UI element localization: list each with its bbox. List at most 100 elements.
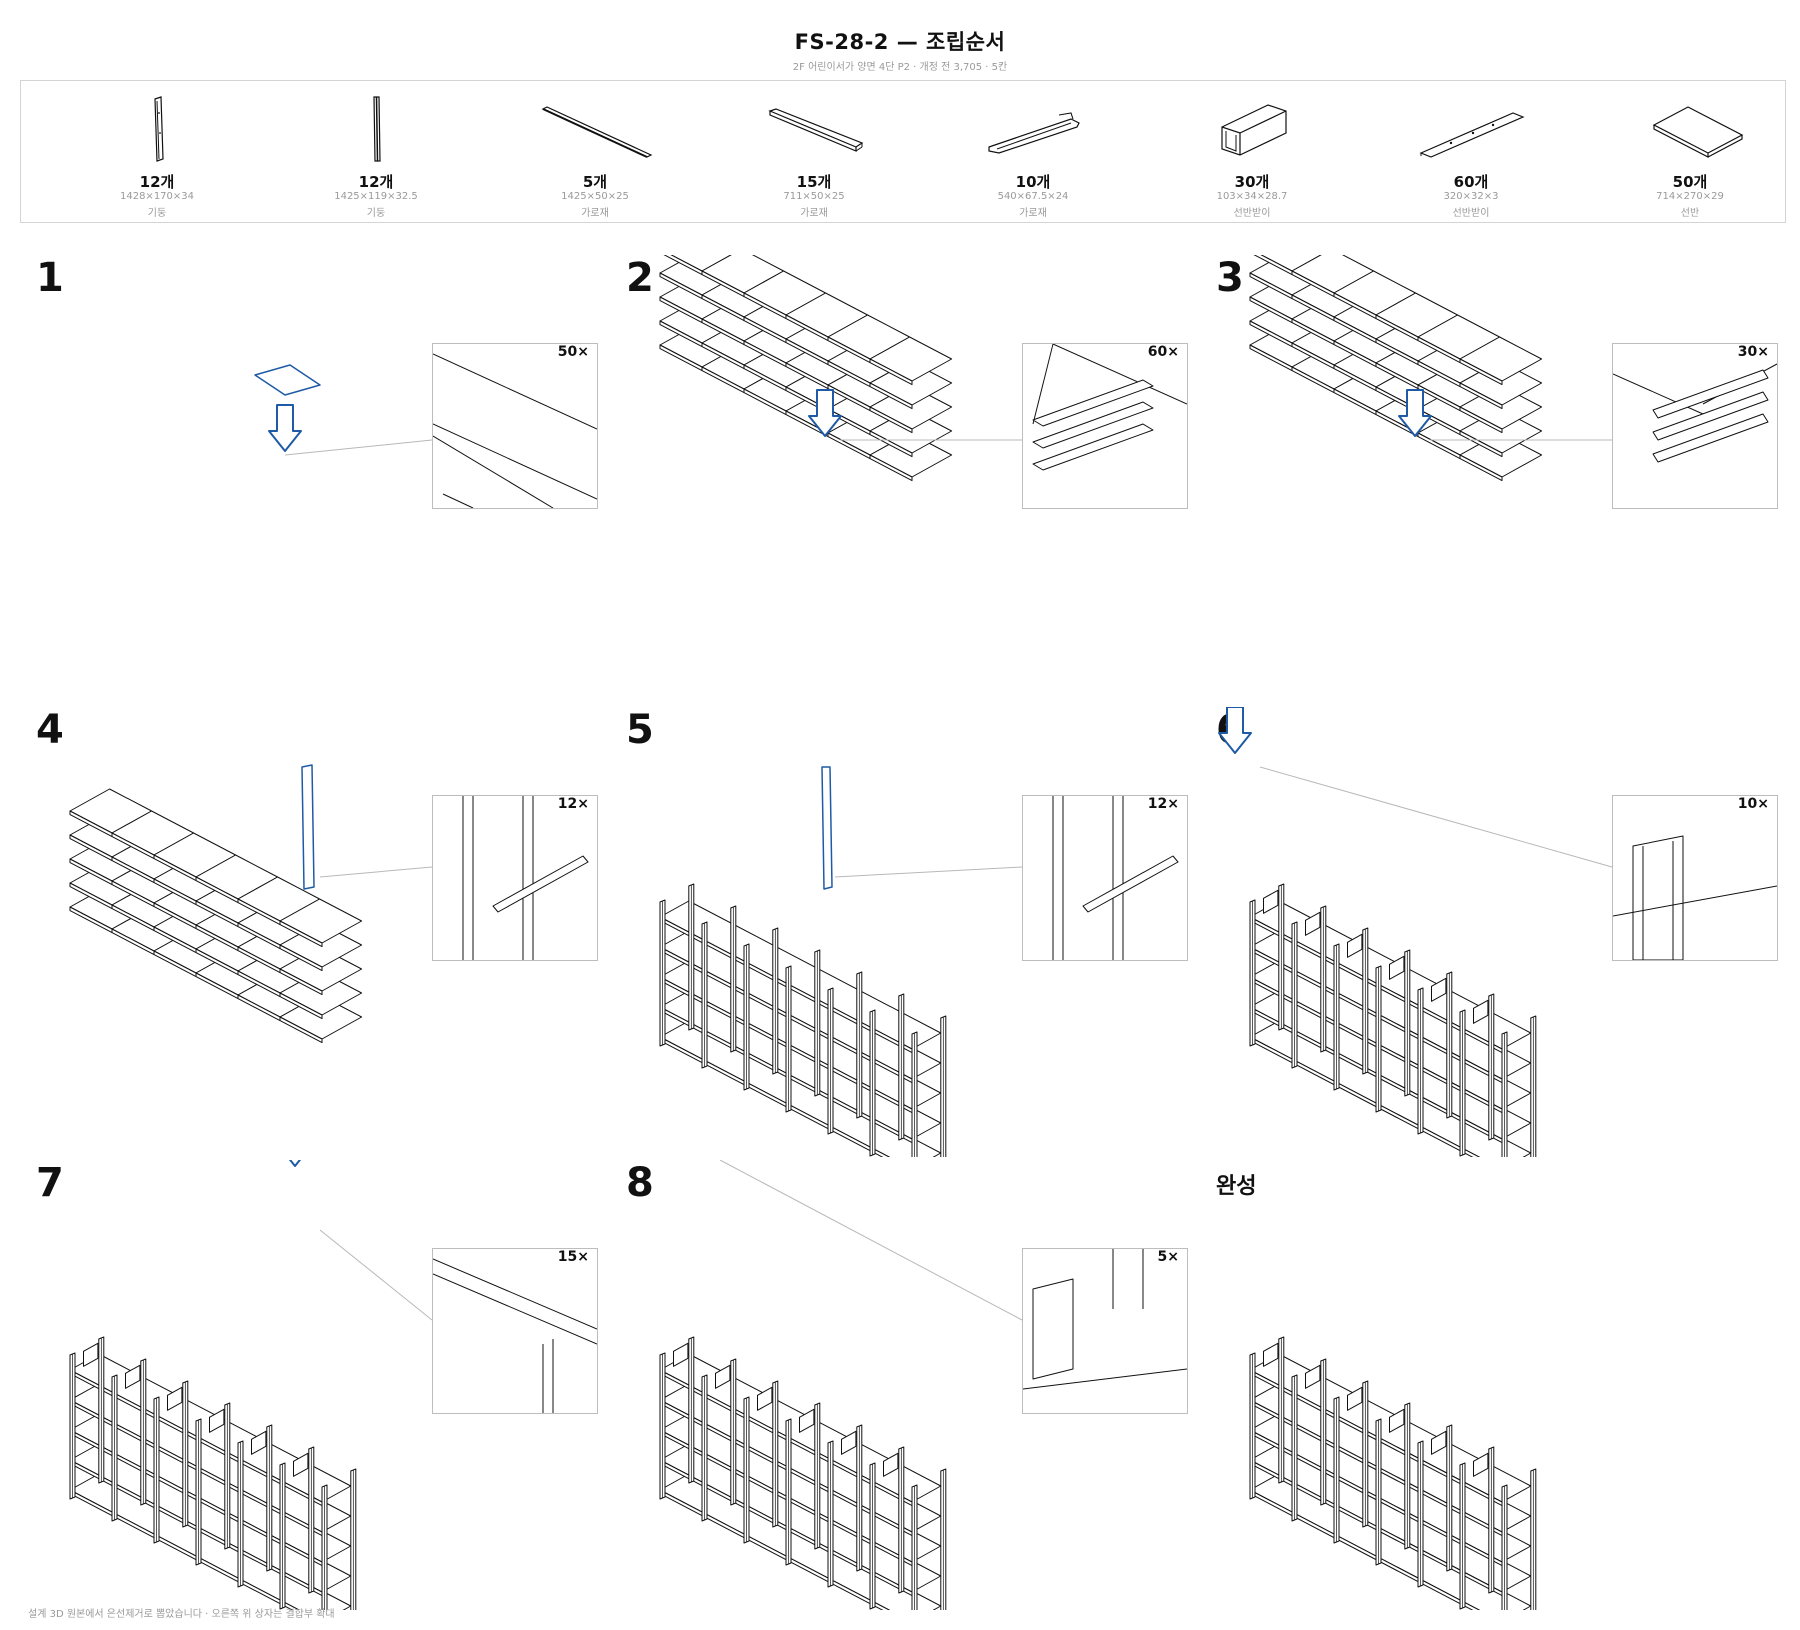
insert-arrow-icon: [288, 1160, 302, 1167]
part-item: 50개 714×270×29 선반: [1580, 81, 1800, 224]
shelf-board-icon: [1652, 106, 1744, 158]
top-rail: [1473, 1452, 1489, 1477]
detail-zoom-box: 30×: [1612, 343, 1778, 509]
step-panel: 5 12×: [610, 707, 1198, 1157]
detail-count: 60×: [1145, 344, 1181, 360]
beam-icon: [768, 108, 864, 152]
part-name: 가로재: [800, 208, 828, 219]
insert-arrow-icon: [268, 404, 302, 452]
page-subtitle: 2F 어린이서가 양면 4단 P2 · 개정 전 3,705 · 5칸: [792, 62, 1008, 73]
part-dim: 1425×119×32.5: [334, 191, 418, 202]
zoom-guide-line: [319, 1229, 433, 1321]
part-dim: 103×34×28.7: [1216, 191, 1288, 202]
step-number: 2: [626, 255, 654, 301]
detail-illustration: [433, 1258, 597, 1413]
top-rail: [125, 1364, 141, 1389]
shelf-edge: [869, 382, 913, 410]
step-number: 완성: [1216, 1174, 1257, 1199]
detail-illustration: [462, 796, 589, 960]
support-strip: [1082, 855, 1179, 913]
detail-count: 30×: [1735, 344, 1771, 360]
part-qty: 15개: [796, 173, 832, 191]
part-item: 5개 1425×50×25 가로재: [485, 81, 705, 224]
top-rail: [1431, 977, 1447, 1002]
step-illustration: [659, 1160, 1023, 1610]
top-rail: [167, 1386, 183, 1411]
detail-edge: [1052, 344, 1187, 405]
part-dim: 1428×170×34: [119, 191, 195, 202]
support-strip: [1032, 379, 1154, 427]
shelf-edge: [869, 454, 913, 482]
support-bracket: [1652, 369, 1769, 419]
part-dim: 711×50×25: [783, 191, 845, 202]
step-illustration: [1218, 707, 1613, 1157]
shelf-edge: [1459, 382, 1503, 410]
bracket-profile: [1032, 1278, 1074, 1380]
part-qty: 10개: [1015, 173, 1051, 191]
insert-arrow-icon: [1218, 707, 1252, 754]
part-item: 60개 320×32×3 선반받이: [1361, 81, 1581, 224]
detail-edge: [433, 435, 554, 508]
zoom-guide-line: [719, 1160, 1023, 1321]
detail-edge: [433, 1258, 597, 1330]
part-item: 30개 103×34×28.7 선반받이: [1142, 81, 1362, 224]
part-name: 선반받이: [1452, 208, 1490, 219]
step-panel: 7 15×: [20, 1160, 608, 1610]
top-rail: [1305, 1364, 1321, 1389]
step-number: 4: [36, 707, 64, 753]
part-qty: 30개: [1234, 173, 1270, 191]
insert-arrow-icon: [808, 389, 842, 437]
support-bracket: [1652, 391, 1769, 441]
detail-count: 10×: [1735, 796, 1771, 812]
top-rail: [841, 1430, 857, 1455]
detail-count: 15×: [555, 1249, 591, 1265]
part-qty: 60개: [1453, 173, 1489, 191]
shelf-edge: [279, 968, 323, 996]
support-strip: [492, 855, 589, 913]
step-number: 8: [626, 1160, 654, 1206]
shelf-edge: [869, 430, 913, 458]
detail-illustration: [1023, 1249, 1187, 1390]
part-item: 10개 540×67.5×24 가로재: [923, 81, 1143, 224]
shelf-board-highlight: [254, 364, 321, 396]
detail-edge: [433, 1273, 597, 1345]
zoom-guide-line: [834, 866, 1023, 878]
detail-illustration: [1613, 363, 1777, 463]
step-panel: 3 30×: [1200, 255, 1788, 705]
page-title: FS-28-2 — 조립순서: [794, 30, 1006, 54]
part-qty: 12개: [139, 173, 175, 191]
part-dim: 540×67.5×24: [997, 191, 1069, 202]
top-rail: [883, 1452, 899, 1477]
shelf-edge: [1459, 358, 1503, 386]
step-number: 7: [36, 1160, 64, 1206]
part-dim: 714×270×29: [1656, 191, 1724, 202]
part-name: 선반: [1680, 208, 1700, 219]
top-rail: [83, 1342, 99, 1367]
shelf-edge: [279, 920, 323, 948]
support-bracket: [1652, 413, 1769, 463]
detail-zoom-box: 50×: [432, 343, 598, 509]
support-strip: [1032, 423, 1154, 471]
part-item: 12개 1425×119×32.5 기둥: [266, 81, 486, 224]
detail-zoom-box: 60×: [1022, 343, 1188, 509]
post-icon: [154, 96, 164, 162]
detail-zoom-box: 10×: [1612, 795, 1778, 961]
step-number: 1: [36, 255, 64, 301]
detail-illustration: [1052, 796, 1179, 960]
step-panel: 6 10×: [1200, 707, 1788, 1157]
zoom-guide-line: [284, 439, 433, 456]
part-qty: 50개: [1672, 173, 1708, 191]
part-name: 기둥: [147, 208, 167, 219]
step-illustration: [1249, 255, 1612, 482]
top-rail: [1389, 955, 1405, 980]
top-rail: [1347, 1386, 1363, 1411]
detail-zoom-box: 12×: [432, 795, 598, 961]
bracket-profile: [1632, 835, 1684, 960]
step-number: 3: [1216, 255, 1244, 301]
shelf-edge: [1459, 406, 1503, 434]
detail-edge: [433, 423, 597, 500]
shelf-edge: [869, 406, 913, 434]
post-highlight: [821, 766, 833, 890]
part-name: 가로재: [1019, 208, 1047, 219]
bracket-icon: [1221, 104, 1287, 156]
